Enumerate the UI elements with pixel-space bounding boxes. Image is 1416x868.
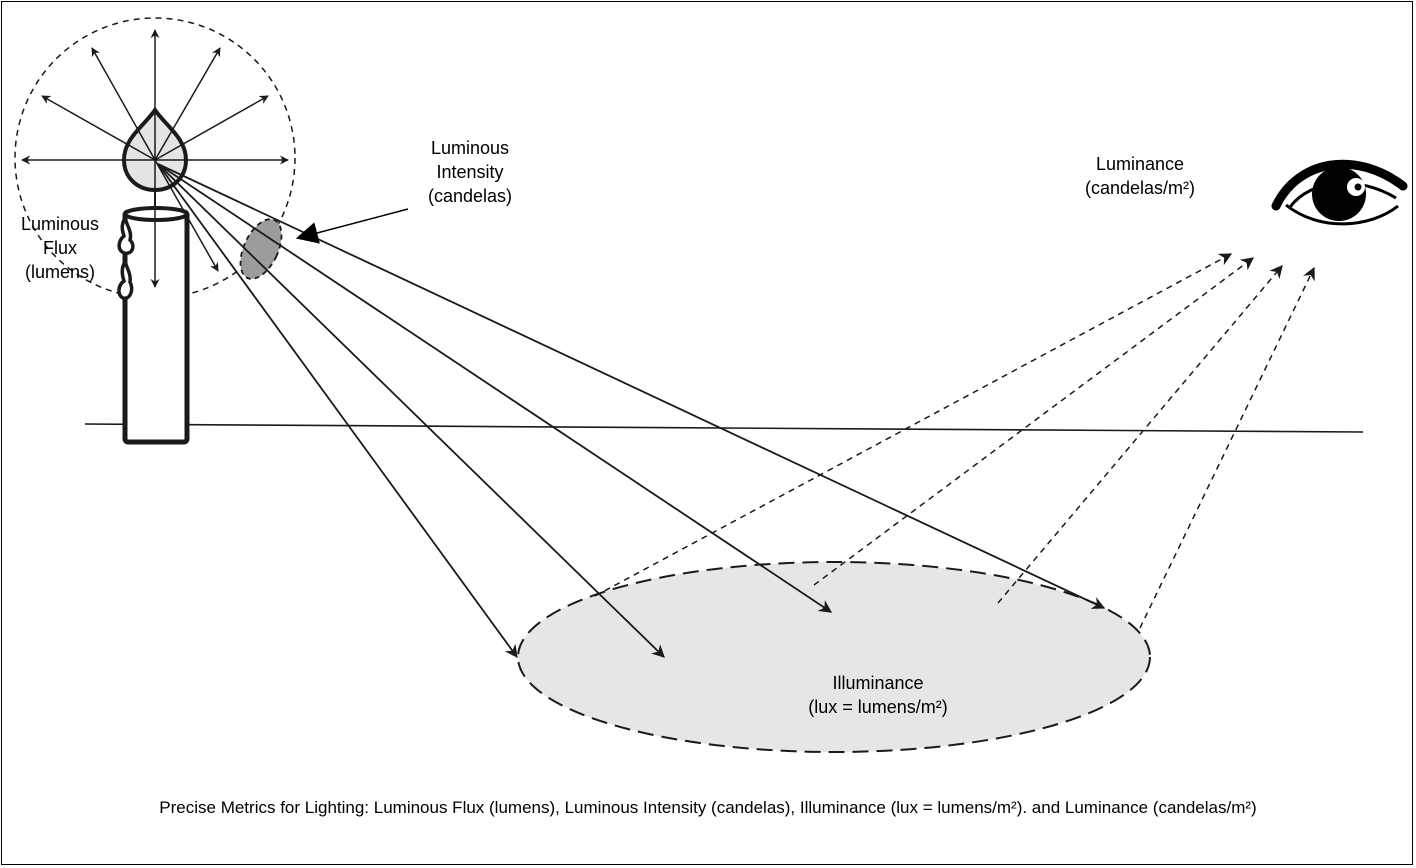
luminance-label: Luminance (candelas/m²) — [1070, 152, 1210, 200]
intensity-label-line2: Intensity — [436, 162, 504, 182]
illuminance-label: Illuminance (lux = lumens/m²) — [788, 671, 968, 719]
luminous-flux-label: Luminous Flux (lumens) — [8, 212, 112, 284]
flux-label-line1: Luminous — [20, 214, 100, 234]
figure-caption: Precise Metrics for Lighting: Luminous F… — [159, 798, 1257, 817]
solid-angle-disc — [239, 218, 283, 280]
eye-icon — [1271, 159, 1408, 226]
intensity-pointer — [295, 208, 409, 244]
luminance-label-line1: Luminance — [1095, 154, 1185, 174]
illuminance-label-line2: (lux = lumens/m²) — [808, 697, 948, 717]
luminance-label-line2: (candelas/m²) — [1084, 178, 1196, 198]
ground-line — [84, 423, 1364, 433]
intensity-label-line1: Luminous — [430, 138, 510, 158]
intensity-label-line3: (candelas) — [427, 186, 513, 206]
flux-arrows — [21, 29, 289, 288]
flux-sphere — [14, 17, 296, 299]
flux-label-line2: Flux — [42, 238, 77, 258]
illuminated-area — [517, 561, 1151, 753]
flux-label-line3: (lumens) — [24, 262, 95, 282]
illuminance-label-line1: Illuminance — [832, 673, 924, 693]
luminous-intensity-label: Luminous Intensity (candelas) — [410, 136, 530, 208]
luminance-rays — [594, 253, 1315, 629]
